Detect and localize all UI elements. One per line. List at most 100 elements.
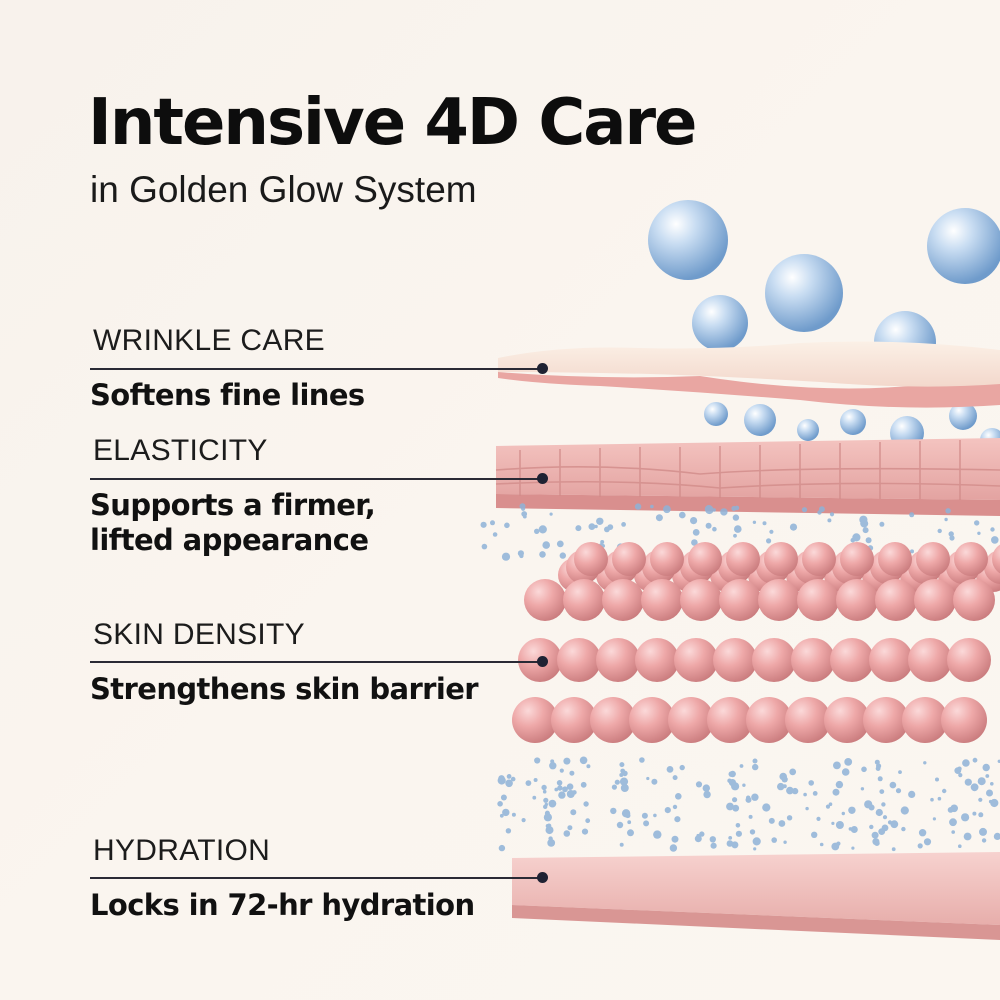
fine-particle: [950, 804, 958, 813]
fine-particle: [534, 528, 540, 534]
fine-particle: [569, 770, 575, 776]
collagen-sphere: [590, 697, 636, 743]
fine-particle: [860, 519, 869, 528]
fine-particle: [990, 527, 995, 532]
collagen-sphere: [941, 697, 987, 743]
fine-particle: [748, 814, 753, 819]
fine-particle: [575, 525, 582, 532]
fine-particle: [944, 517, 948, 522]
feature-description: Softens fine lines: [90, 378, 365, 412]
fine-particle: [735, 823, 741, 828]
fine-particle: [705, 522, 712, 529]
leader-line: [90, 478, 542, 480]
fine-particle: [771, 837, 777, 843]
fine-particle: [988, 799, 993, 804]
fine-particle: [841, 811, 845, 816]
fine-particle: [651, 778, 658, 785]
fine-particle: [865, 537, 872, 544]
fine-particle: [521, 818, 526, 823]
collagen-sphere: [602, 579, 644, 621]
fine-particle: [729, 770, 736, 778]
fine-particle: [543, 797, 549, 803]
fine-particle: [570, 809, 577, 816]
fine-particle: [581, 828, 589, 835]
collagen-sphere: [875, 579, 917, 621]
fine-particle: [829, 512, 835, 517]
fine-particle: [499, 813, 504, 818]
fine-particle: [690, 517, 698, 525]
collagen-sphere: [797, 579, 839, 621]
fine-particle: [778, 820, 786, 827]
fine-particle: [942, 788, 947, 794]
collagen-sphere: [557, 638, 601, 682]
fine-particle: [504, 522, 510, 529]
fine-particle: [985, 774, 990, 778]
fine-particle: [539, 551, 546, 558]
fine-particle: [579, 756, 588, 765]
fine-particle: [964, 778, 972, 786]
fine-particle: [720, 508, 728, 516]
fine-particle: [930, 797, 934, 802]
fine-particle: [694, 835, 702, 843]
collagen-sphere: [707, 697, 753, 743]
collagen-sphere: [824, 697, 870, 743]
collagen-sphere: [713, 638, 757, 682]
fine-particle: [506, 774, 512, 779]
fine-particle: [836, 841, 841, 846]
fine-particle: [490, 520, 495, 526]
fine-particle: [954, 767, 962, 774]
fine-particle: [958, 844, 962, 848]
fine-particle: [817, 510, 822, 515]
fine-particle: [559, 768, 564, 773]
fine-particle: [910, 549, 914, 554]
fine-particle: [622, 770, 628, 777]
fine-particle: [816, 816, 821, 822]
fine-particle: [752, 837, 761, 846]
collagen-sphere: [629, 697, 675, 743]
collagen-spheres: [512, 542, 1000, 743]
collagen-sphere: [908, 638, 952, 682]
fine-particle: [972, 811, 977, 816]
fine-particle: [544, 802, 548, 807]
fine-particle: [972, 757, 978, 763]
feature-description: Supports a firmer, lifted appearance: [90, 488, 376, 558]
hydration-base-layer: [512, 852, 1000, 940]
fine-particle: [937, 528, 942, 534]
fine-particle: [801, 507, 808, 513]
fine-particles: [480, 503, 1000, 852]
fine-particle: [501, 552, 511, 561]
fine-particle: [777, 782, 785, 791]
fine-particle: [879, 789, 885, 794]
fine-particle: [841, 768, 850, 776]
fine-particle: [937, 796, 942, 801]
feature-description: Strengthens skin barrier: [90, 672, 479, 706]
fine-particle: [850, 826, 858, 833]
collagen-sphere: [635, 638, 679, 682]
fine-particle: [974, 520, 980, 526]
fine-particle: [732, 797, 738, 803]
collagen-sphere: [840, 542, 874, 576]
fine-particle: [978, 797, 983, 802]
fine-particle: [712, 526, 717, 532]
fine-particle: [828, 802, 833, 806]
leader-dot: [537, 363, 548, 374]
fine-particle: [672, 775, 678, 781]
fine-particle: [963, 832, 972, 841]
fine-particle: [990, 798, 999, 808]
collagen-sphere: [947, 638, 991, 682]
fine-particle: [978, 812, 984, 818]
feature-description: Locks in 72-hr hydration: [90, 888, 475, 922]
fine-particle: [909, 512, 915, 518]
fine-particle: [852, 533, 861, 542]
collagen-sphere: [726, 542, 760, 576]
fine-particle: [982, 763, 990, 772]
fine-particle: [679, 764, 685, 771]
collagen-sphere: [869, 638, 913, 682]
fine-particle: [558, 791, 566, 799]
fine-particle: [726, 840, 734, 847]
fine-particle: [525, 780, 532, 786]
fine-particle: [851, 846, 855, 850]
fine-particle: [542, 541, 550, 549]
collagen-sphere: [574, 542, 608, 576]
fine-particle: [832, 788, 840, 796]
